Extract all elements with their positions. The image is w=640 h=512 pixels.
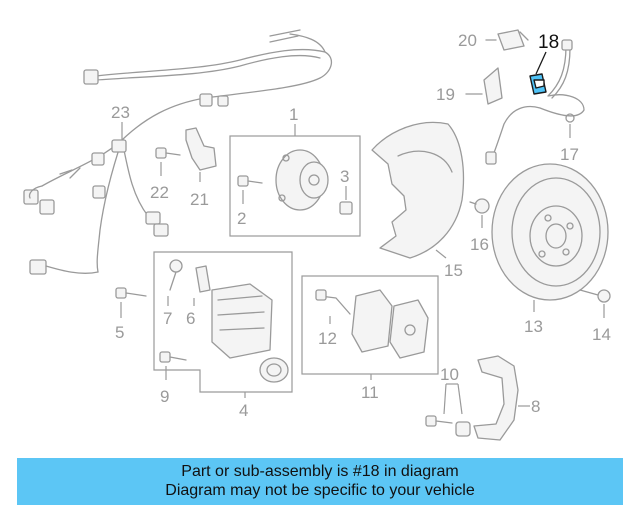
bolt-16: 16 [469,198,490,254]
callout-12: 12 [318,329,337,348]
callout-20: 20 [458,31,477,50]
callout-18: 18 [538,32,559,53]
callout-16: 16 [470,235,489,254]
callout-5: 5 [115,323,124,342]
callout-11: 11 [361,383,379,402]
callout-2: 2 [237,209,246,228]
callout-8: 8 [531,397,540,416]
callout-9: 9 [160,387,169,406]
callout-10: 10 [440,365,459,384]
brake-pads-box: 11 12 [301,275,439,402]
hub-assembly-box: 1 2 3 [229,105,361,237]
bolt-5: 5 [115,287,147,342]
callout-6: 6 [186,309,195,328]
callout-1: 1 [289,105,298,124]
speed-sensor-21: 21 [185,127,217,209]
clip-20: 20 [458,29,529,51]
caliper-assembly-box: 4 6 7 [153,251,293,420]
callout-17: 17 [560,145,579,164]
callout-4: 4 [239,401,248,420]
callout-3: 3 [340,167,349,186]
part-info-banner: Part or sub-assembly is #18 in diagram D… [17,458,623,505]
callout-19: 19 [436,85,455,104]
wiring-harness: 23 [23,29,333,275]
callout-23: 23 [111,103,130,122]
screw-14: 14 [579,289,611,344]
callout-21: 21 [190,190,209,209]
bolt-22: 22 [150,147,181,202]
parts-diagram: 23 21 22 1 2 3 4 [23,29,611,441]
caliper-bracket-8: 8 [473,355,540,441]
callout-22: 22 [150,183,169,202]
brake-hose: 17 [485,39,585,165]
callout-15: 15 [444,261,463,280]
banner-line-1: Part or sub-assembly is #18 in diagram [181,463,459,480]
banner-line-2: Diagram may not be specific to your vehi… [165,482,475,499]
callout-13: 13 [524,317,543,336]
bracket-19: 19 [436,67,503,105]
splash-shield: 15 [371,121,465,280]
callout-7: 7 [163,309,172,328]
highlighted-part-18: 18 [529,32,559,95]
bolt-9: 9 [159,351,187,406]
bolts-10: 10 [425,365,471,437]
callout-14: 14 [592,325,611,344]
brake-rotor: 13 [491,163,609,336]
